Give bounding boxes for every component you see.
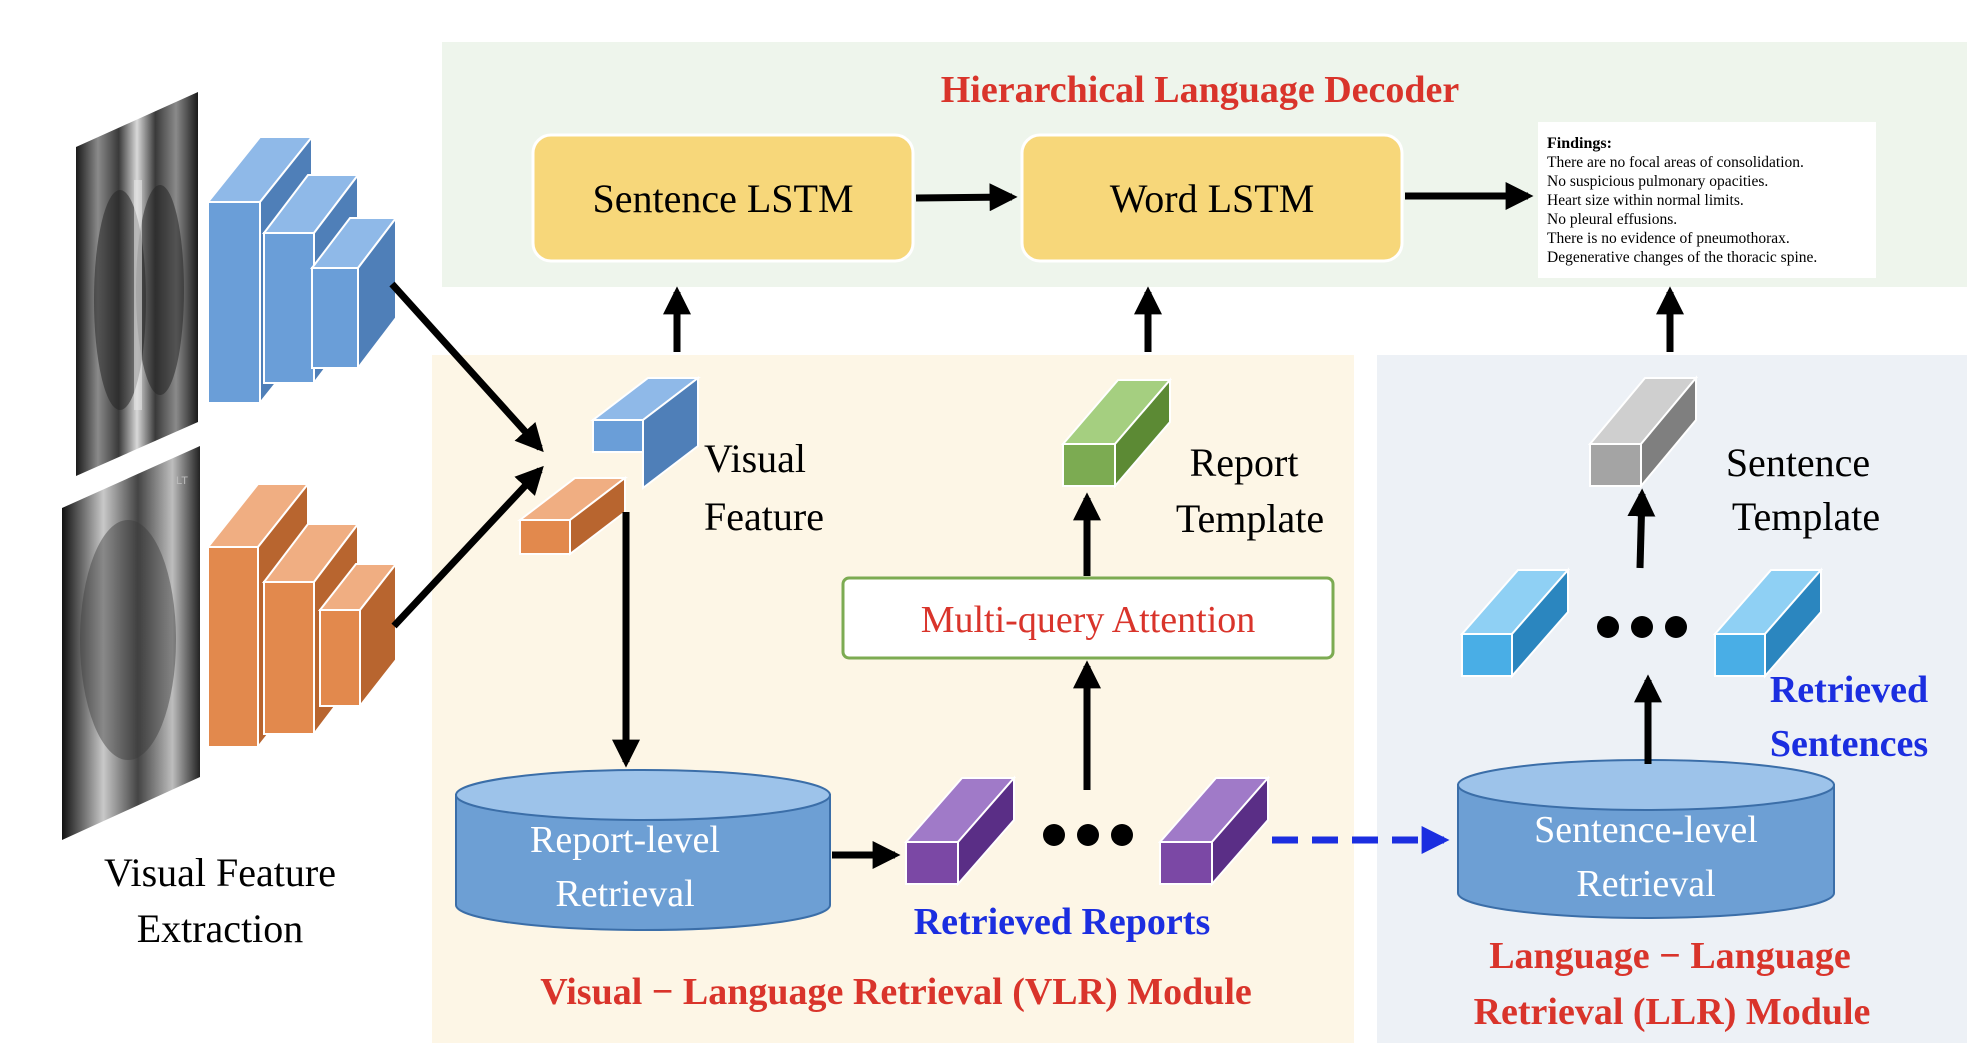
sentence-level-retrieval-db bbox=[1457, 759, 1835, 919]
visual-feature-label-line1: Visual bbox=[704, 436, 806, 481]
findings-report bbox=[1538, 122, 1876, 278]
llr-title-line2: Retrieval (LLR) Module bbox=[1474, 991, 1871, 1033]
findings-line-5: There is no evidence of pneumothorax. bbox=[1547, 230, 1790, 247]
findings-line-6: Degenerative changes of the thoracic spi… bbox=[1547, 249, 1817, 266]
report-template-vector bbox=[1060, 377, 1173, 489]
sentence-template-vector bbox=[1587, 375, 1699, 489]
visual-feature-label-line2: Feature bbox=[704, 494, 824, 539]
visual-feature-vector bbox=[517, 375, 701, 557]
xray-marker: LT bbox=[176, 475, 188, 487]
report-ellipsis bbox=[1043, 824, 1133, 846]
retrieved-sentences-label-line1: Retrieved bbox=[1770, 669, 1928, 711]
findings-heading: Findings: bbox=[1547, 135, 1612, 152]
arrow-sentences-to-template bbox=[1627, 488, 1656, 569]
retrieved-report-vector-1 bbox=[903, 775, 1017, 887]
multi-query-attention-label: Multi-query Attention bbox=[921, 599, 1256, 641]
arrow-blue-cnn-to-feature bbox=[389, 281, 544, 453]
report-db-label-line2: Retrieval bbox=[555, 873, 694, 915]
arrow-orange-cnn-to-feature bbox=[391, 465, 544, 629]
findings-line-2: No suspicious pulmonary opacities. bbox=[1547, 173, 1768, 190]
findings-line-4: No pleural effusions. bbox=[1547, 211, 1677, 228]
frontal-xray-image bbox=[76, 92, 198, 476]
vfe-label-line2: Extraction bbox=[137, 906, 304, 951]
retrieved-report-vector-2 bbox=[1157, 775, 1271, 887]
vfe-label-line1: Visual Feature bbox=[104, 850, 336, 895]
sentence-template-label-line2: Template bbox=[1732, 494, 1880, 539]
sentence-lstm-box bbox=[531, 133, 915, 263]
report-level-retrieval-db bbox=[455, 769, 831, 931]
retrieved-sentence-vector-1 bbox=[1459, 567, 1571, 679]
vlr-title: Visual − Language Retrieval (VLR) Module bbox=[540, 971, 1252, 1013]
lateral-xray-image: LT bbox=[62, 446, 200, 840]
report-db-label-line1: Report-level bbox=[530, 819, 720, 861]
llr-panel bbox=[1377, 355, 1967, 1043]
findings-line-1: There are no focal areas of consolidatio… bbox=[1547, 154, 1804, 171]
sentence-db-label-line1: Sentence-level bbox=[1534, 809, 1758, 851]
report-template-label-line1: Report bbox=[1190, 440, 1299, 485]
hld-title: Hierarchical Language Decoder bbox=[941, 69, 1460, 111]
retrieved-sentence-vector-2 bbox=[1712, 567, 1824, 679]
retrieved-reports-label: Retrieved Reports bbox=[914, 901, 1211, 943]
sentence-db-label-line2: Retrieval bbox=[1576, 863, 1715, 905]
sentence-template-label-line1: Sentence bbox=[1726, 440, 1870, 485]
sentence-lstm-label: Sentence LSTM bbox=[592, 176, 853, 221]
sentence-ellipsis bbox=[1597, 616, 1687, 638]
arrow-sentence-to-word bbox=[915, 183, 1018, 212]
word-lstm-label: Word LSTM bbox=[1110, 176, 1315, 221]
word-lstm-box bbox=[1020, 133, 1404, 263]
cnn-layers-orange bbox=[205, 481, 399, 750]
cnn-layers-blue bbox=[205, 134, 399, 406]
multi-query-attention-box bbox=[841, 576, 1335, 660]
retrieved-sentences-label-line2: Sentences bbox=[1770, 723, 1928, 765]
findings-line-3: Heart size within normal limits. bbox=[1547, 192, 1744, 209]
llr-title-line1: Language − Language bbox=[1489, 935, 1851, 977]
report-template-label-line2: Template bbox=[1176, 496, 1324, 541]
